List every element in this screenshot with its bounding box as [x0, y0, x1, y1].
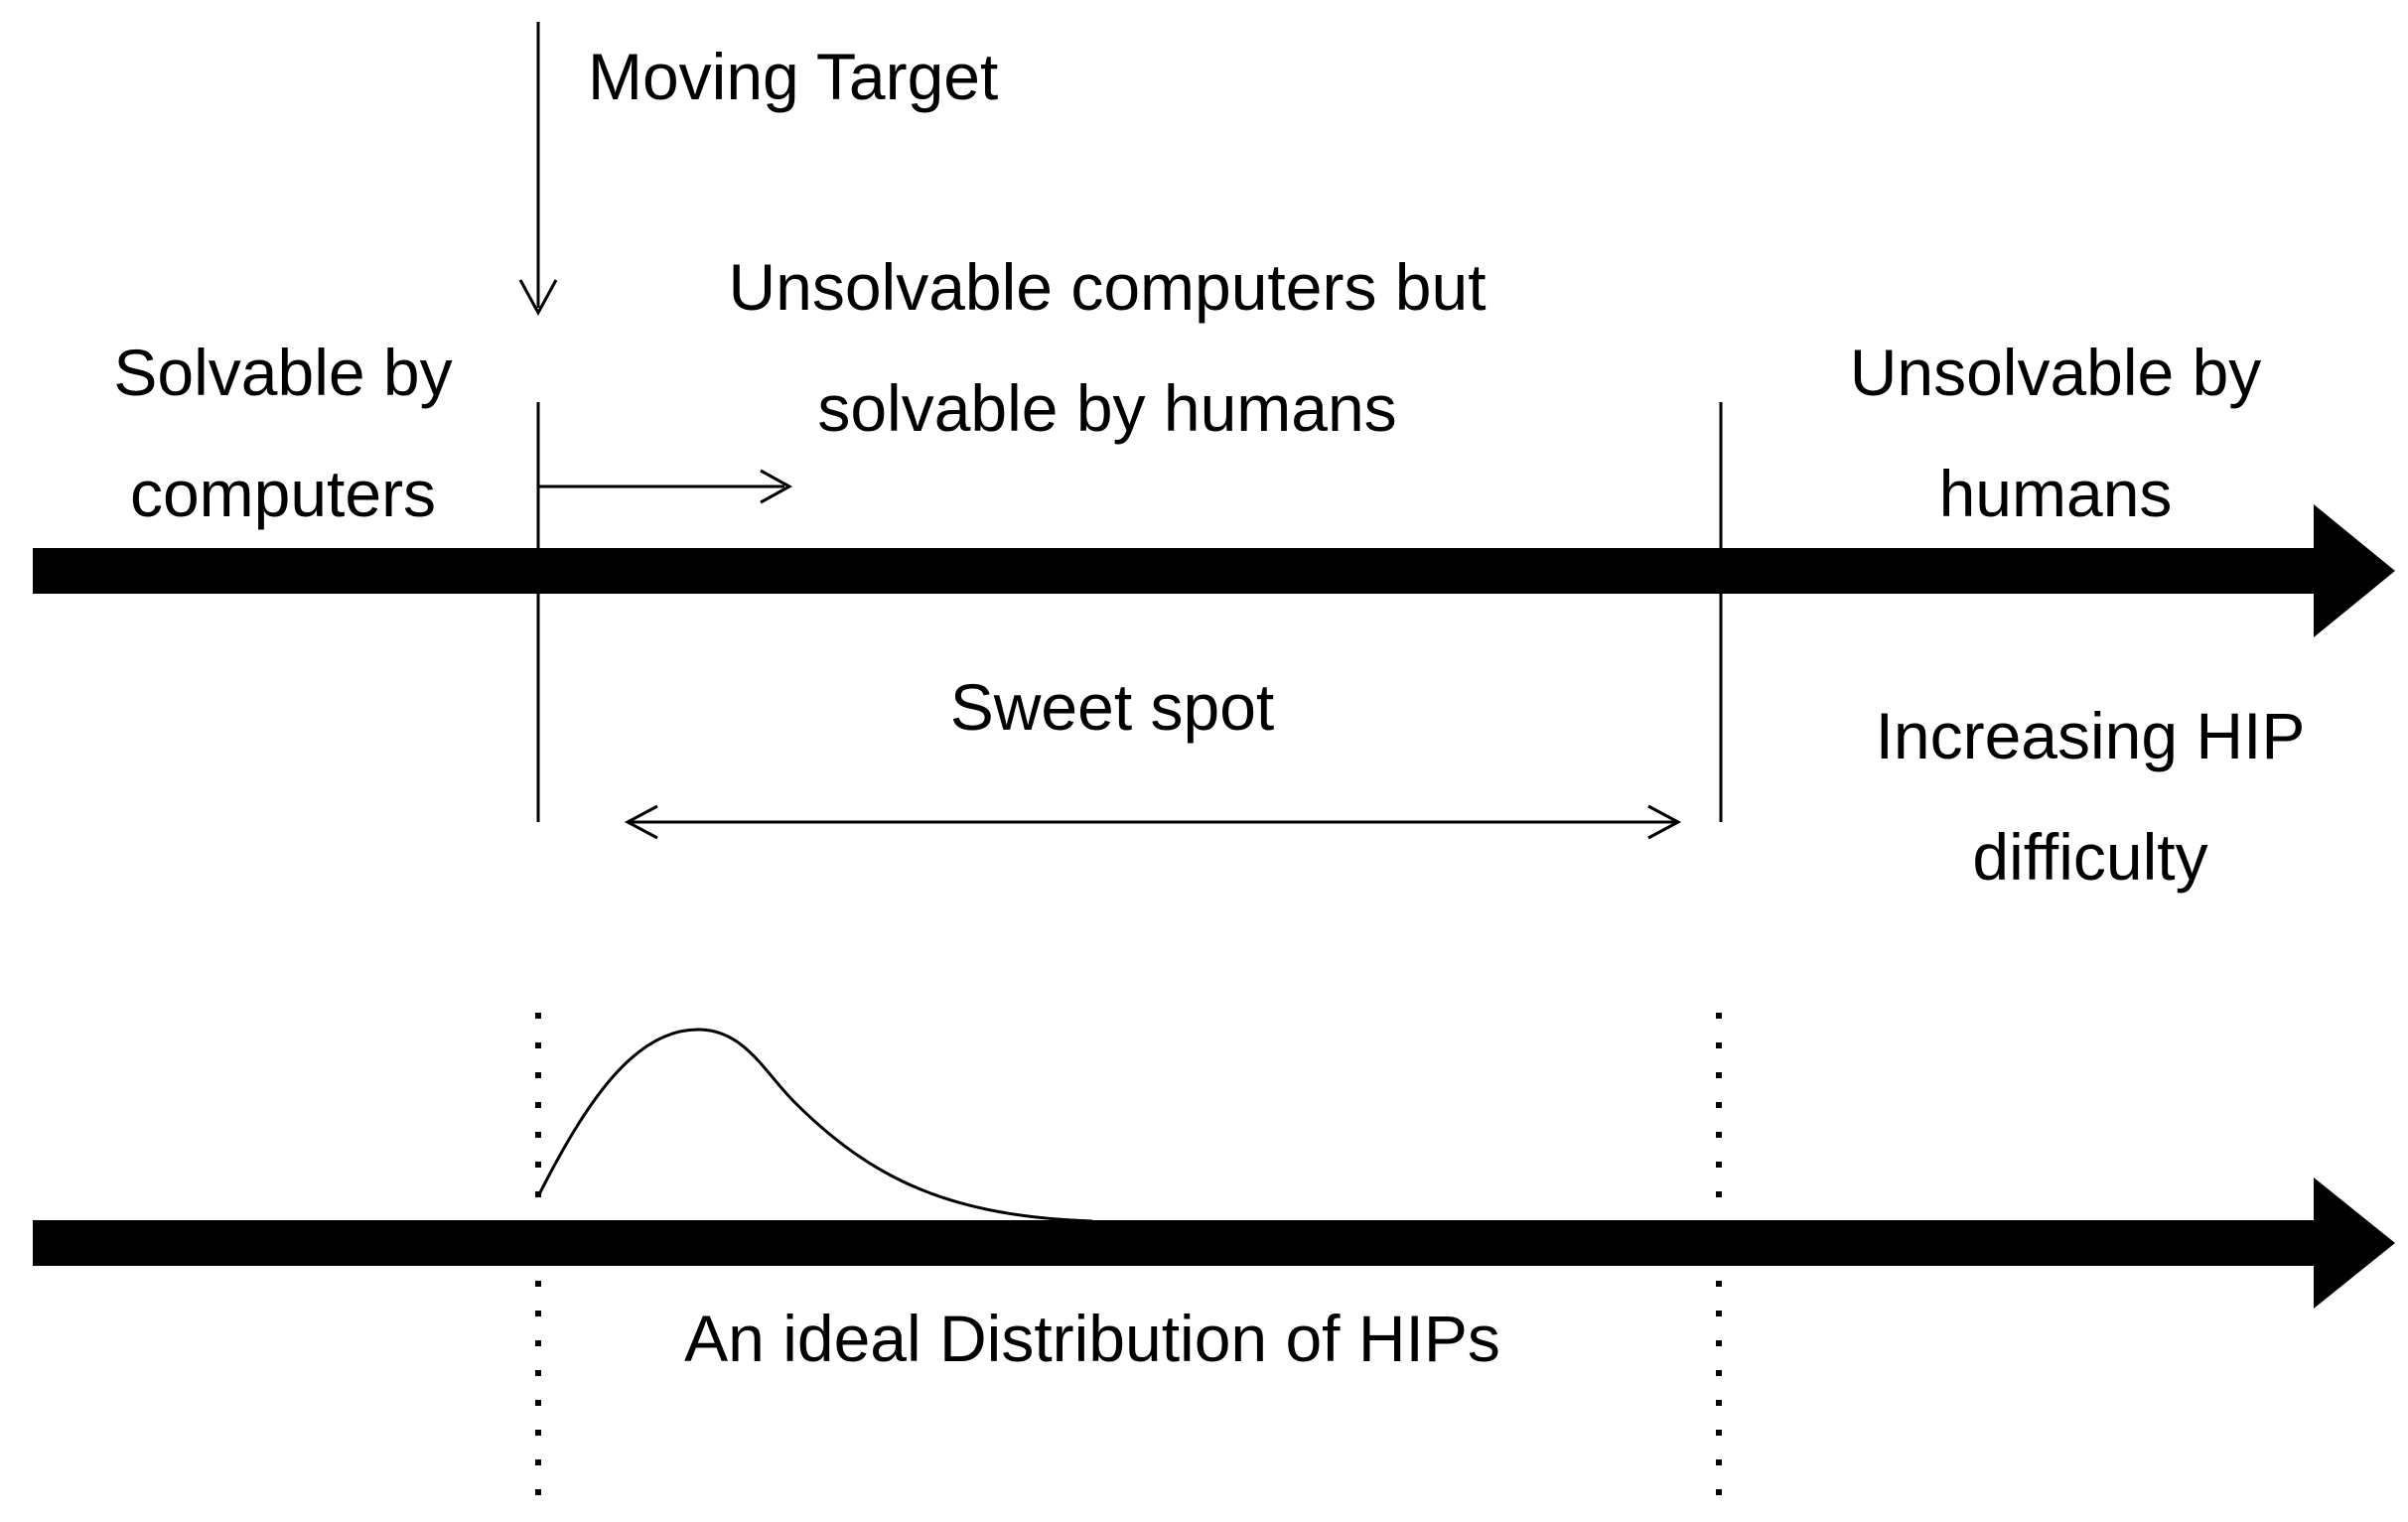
distribution-caption: An ideal Distribution of HIPs [684, 1302, 1500, 1375]
unsolvable-by-humans-line2: humans [1938, 457, 2173, 530]
middle-region-line1: Unsolvable computers but [728, 250, 1487, 324]
upper-axis-arrowhead [2314, 504, 2395, 637]
moving-target-arrow [518, 22, 558, 317]
axis-label-line2: difficulty [1972, 820, 2208, 894]
shift-right-arrow [538, 469, 793, 504]
unsolvable-by-humans-line1: Unsolvable by [1849, 336, 2262, 409]
ideal-distribution-curve [536, 1028, 1093, 1223]
moving-target-label: Moving Target [588, 40, 999, 113]
sweet-spot-right-arrowhead [1647, 804, 1682, 840]
axis-label-line1: Increasing HIP [1875, 699, 2306, 772]
sweet-spot-label: Sweet spot [949, 670, 1275, 744]
shift-right-arrowhead [760, 469, 793, 504]
sweet-spot-left-arrowhead [624, 804, 658, 840]
sweet-spot-range-arrow [624, 804, 1682, 840]
solvable-by-computers-line2: computers [129, 457, 437, 530]
middle-region-line2: solvable by humans [817, 371, 1397, 445]
lower-axis-arrowhead [2314, 1177, 2395, 1309]
solvable-by-computers-line1: Solvable by [113, 336, 453, 409]
moving-target-arrowhead [518, 279, 558, 317]
lower-distribution-axis [33, 1177, 2395, 1309]
upper-difficulty-axis [33, 504, 2395, 637]
